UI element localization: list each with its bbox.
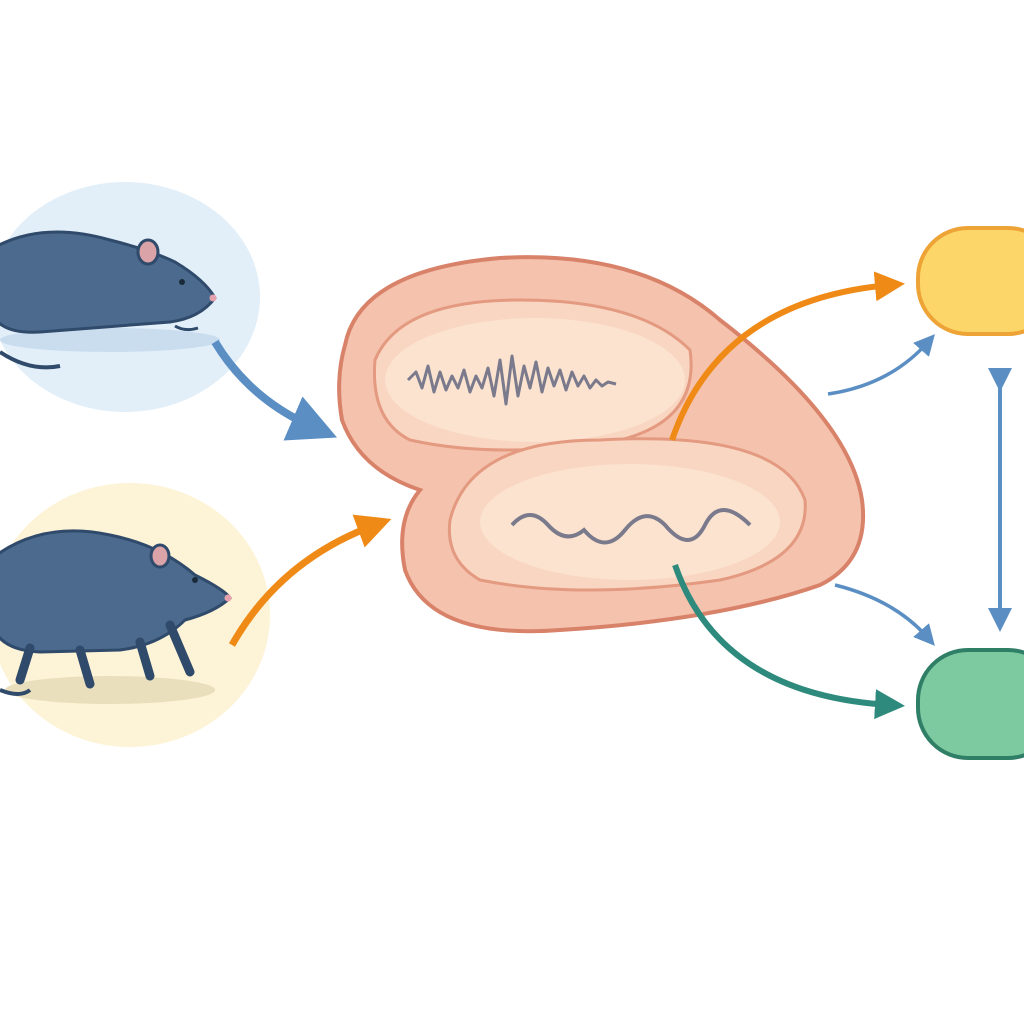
awake-input-arrow [228, 514, 392, 647]
hippocampus-icon [337, 255, 865, 634]
upper-output-arrow [669, 271, 905, 441]
green-node [916, 648, 1024, 760]
fast-oscillation-wave [406, 354, 617, 406]
slow-oscillation-wave [510, 508, 752, 545]
upper-region [385, 318, 685, 442]
rat-shadow [5, 676, 215, 704]
sleeping-rat-group [0, 182, 260, 412]
sleeping-rat-icon [0, 230, 217, 370]
yellow-node [916, 226, 1024, 336]
walking-rat-group [0, 483, 270, 747]
lower-output-arrow [672, 564, 905, 720]
rat-shadow [0, 328, 220, 352]
walking-rat-icon [0, 529, 232, 696]
sleep-input-arrow [211, 339, 338, 441]
blue-arrow-to-green [834, 583, 935, 646]
blue-arrow-to-yellow [827, 334, 935, 396]
